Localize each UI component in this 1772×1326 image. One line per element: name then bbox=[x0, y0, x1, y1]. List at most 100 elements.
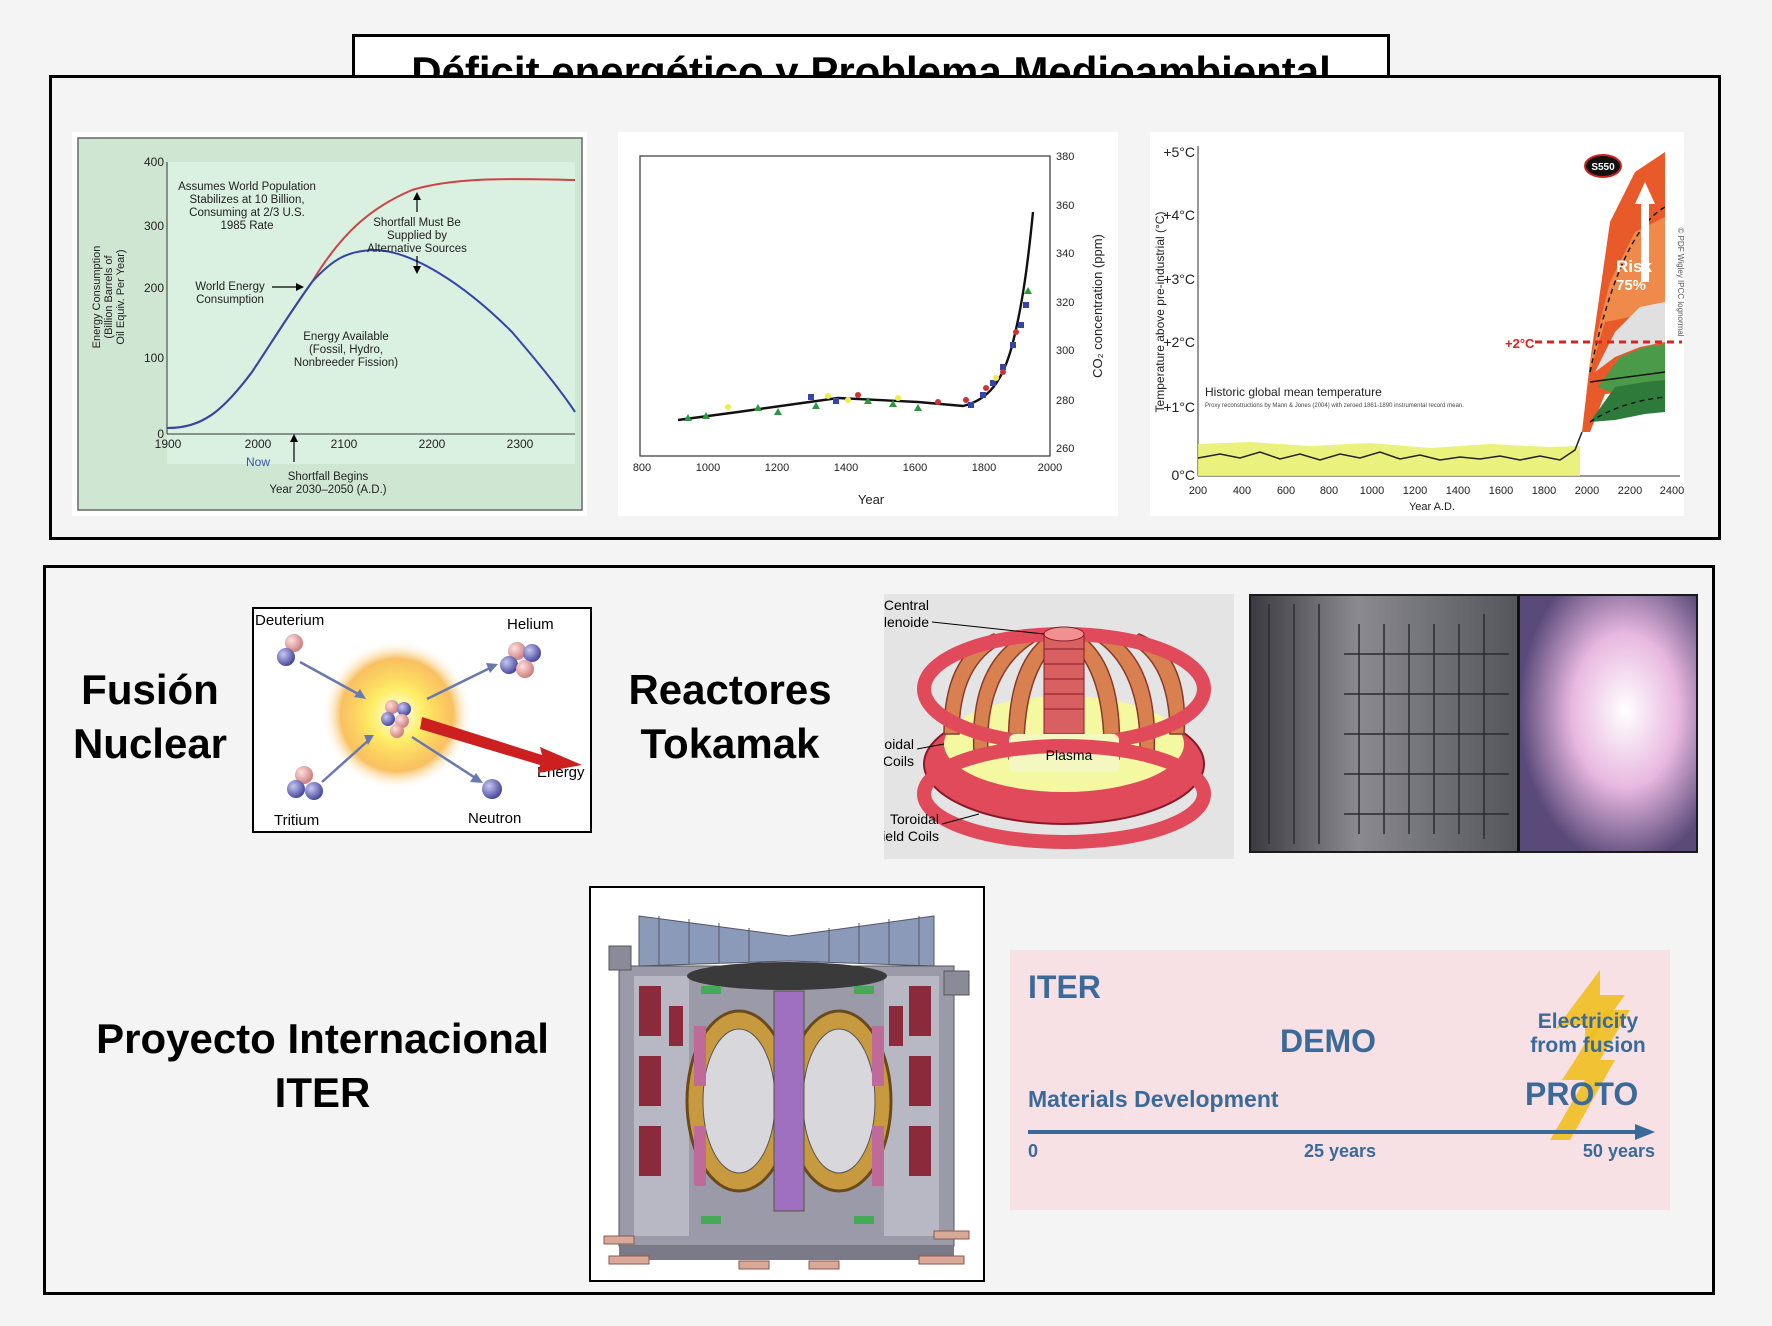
x-tick: 1000 bbox=[696, 462, 720, 474]
y-tick: 0 bbox=[157, 427, 164, 441]
y-tick: 300 bbox=[1056, 345, 1074, 357]
tokamak-diagram: Plasma Central Solenoide Poloidal Field … bbox=[884, 594, 1234, 859]
central-solenoid-label: Central bbox=[884, 597, 929, 613]
historic-note: Proxy reconstructions by Mann & Jones (2… bbox=[1205, 403, 1464, 409]
x-tick: 2400 bbox=[1660, 485, 1684, 497]
x-tick: 800 bbox=[1320, 485, 1338, 497]
x-tick: 2200 bbox=[1618, 485, 1642, 497]
annotation: Energy Available bbox=[303, 331, 388, 343]
timeline-start: 0 bbox=[1028, 1141, 1038, 1161]
tokamak-interior-photo bbox=[1249, 594, 1698, 853]
iter-heading: Proyecto Internacional ITER bbox=[96, 1015, 549, 1116]
materials-label: Materials Development bbox=[1028, 1086, 1279, 1112]
annotation: World Energy bbox=[195, 281, 265, 293]
x-tick: 800 bbox=[633, 462, 651, 474]
annotation: Alternative Sources bbox=[367, 243, 467, 255]
x-tick: 400 bbox=[1233, 485, 1251, 497]
y-tick: 260 bbox=[1056, 443, 1074, 455]
now-label: Now bbox=[246, 455, 270, 469]
y-tick: +2°C bbox=[1163, 334, 1195, 350]
x-tick: 2100 bbox=[331, 437, 358, 451]
y-tick: 360 bbox=[1056, 200, 1074, 212]
x-tick: 2000 bbox=[245, 437, 272, 451]
electricity-label: Electricity bbox=[1538, 1010, 1639, 1033]
scenario-badge: S550 bbox=[1591, 162, 1615, 173]
y-tick: 400 bbox=[144, 155, 164, 169]
x-tick: 2000 bbox=[1038, 462, 1062, 474]
x-tick: 1800 bbox=[972, 462, 996, 474]
x-tick: 1200 bbox=[1403, 485, 1427, 497]
y-axis-label: Temperature above pre-industrial (°C) bbox=[1153, 212, 1167, 413]
timeline-end: 50 years bbox=[1583, 1141, 1655, 1161]
y-axis-label: (Billion Barrels of bbox=[103, 254, 115, 338]
co2-concentration-chart: 800 1000 1200 1400 1600 1800 2000 Year 3… bbox=[618, 132, 1118, 516]
x-tick: 1200 bbox=[765, 462, 789, 474]
y-axis-label: Energy Consumption bbox=[91, 246, 103, 349]
iter-milestone: ITER bbox=[1028, 969, 1101, 1005]
x-axis-label: Year A.D. bbox=[1409, 501, 1455, 513]
x-tick: 200 bbox=[1189, 485, 1207, 497]
x-tick: 1800 bbox=[1532, 485, 1556, 497]
annotation: Year 2030–2050 (A.D.) bbox=[269, 484, 386, 496]
historic-label: Historic global mean temperature bbox=[1205, 385, 1382, 399]
poloidal-coils-label: Poloidal bbox=[884, 736, 914, 752]
x-tick: 2300 bbox=[507, 437, 534, 451]
y-tick: +5°C bbox=[1163, 144, 1195, 160]
y-tick: 200 bbox=[144, 281, 164, 295]
central-solenoid-label: Solenoide bbox=[884, 614, 929, 630]
annotation: Shortfall Must Be bbox=[373, 217, 461, 229]
y-tick: 0°C bbox=[1172, 467, 1196, 483]
x-tick: 1000 bbox=[1360, 485, 1384, 497]
fusion-heading: Fusión Nuclear bbox=[72, 666, 228, 767]
neutron-label: Neutron bbox=[468, 810, 521, 827]
annotation: Consumption bbox=[196, 294, 264, 306]
poloidal-coils-label: Field Coils bbox=[884, 753, 914, 769]
proto-milestone: PROTO bbox=[1525, 1076, 1638, 1112]
risk-label: Risk bbox=[1616, 257, 1652, 276]
x-tick: 2200 bbox=[419, 437, 446, 451]
y-tick: 320 bbox=[1056, 297, 1074, 309]
annotation: Nonbreeder Fission) bbox=[294, 357, 398, 369]
deuterium-label: Deuterium bbox=[255, 612, 324, 629]
global-temperature-chart: +5°C +4°C +3°C +2°C +1°C 0°C 200 400 600… bbox=[1150, 132, 1684, 516]
y-tick: +3°C bbox=[1163, 271, 1195, 287]
x-tick: 600 bbox=[1277, 485, 1295, 497]
timeline-mid: 25 years bbox=[1304, 1141, 1376, 1161]
y-tick: 100 bbox=[144, 351, 164, 365]
annotation: Shortfall Begins bbox=[288, 471, 369, 483]
annotation: Assumes World Population bbox=[178, 181, 316, 193]
x-tick: 1400 bbox=[1446, 485, 1470, 497]
credit-label: © PDF Wigley IPCC lognormal bbox=[1676, 227, 1684, 336]
x-tick: 1400 bbox=[834, 462, 858, 474]
y-tick: 280 bbox=[1056, 395, 1074, 407]
demo-milestone: DEMO bbox=[1280, 1023, 1376, 1059]
plus2-label: +2°C bbox=[1505, 336, 1535, 351]
fusion-reaction-diagram: Deuterium Helium Tritium Neutron Energy bbox=[252, 607, 592, 833]
x-tick: 1900 bbox=[155, 437, 182, 451]
annotation: (Fossil, Hydro, bbox=[309, 344, 383, 356]
y-tick: +1°C bbox=[1163, 399, 1195, 415]
x-tick: 1600 bbox=[903, 462, 927, 474]
y-tick: 380 bbox=[1056, 151, 1074, 163]
tokamak-heading: Reactores Tokamak bbox=[628, 666, 832, 767]
co2-markers bbox=[684, 287, 1032, 421]
toroidal-coils-label: Toroidal bbox=[890, 811, 939, 827]
tritium-label: Tritium bbox=[274, 812, 319, 829]
x-axis-label: Year bbox=[858, 492, 885, 507]
helium-label: Helium bbox=[507, 616, 554, 633]
annotation: Supplied by bbox=[387, 230, 447, 242]
iter-cutaway-diagram bbox=[589, 886, 985, 1282]
annotation: Stabilizes at 10 Billion, bbox=[189, 194, 304, 206]
x-tick: 1600 bbox=[1489, 485, 1513, 497]
y-axis-label: Oil Equiv. Per Year) bbox=[115, 249, 127, 344]
plasma-label: Plasma bbox=[1046, 747, 1093, 763]
x-tick: 2000 bbox=[1575, 485, 1599, 497]
annotation: Consuming at 2/3 U.S. bbox=[189, 207, 305, 219]
energy-consumption-chart: 400 300 200 100 0 1900 2000 2100 2200 23… bbox=[72, 132, 587, 516]
y-tick: +4°C bbox=[1163, 207, 1195, 223]
toroidal-coils-label: Field Coils bbox=[884, 828, 939, 844]
annotation: 1985 Rate bbox=[220, 220, 273, 232]
y-axis-label: CO₂ concentration (ppm) bbox=[1090, 234, 1105, 378]
fusion-roadmap: ITER DEMO Materials Development PROTO El… bbox=[1010, 950, 1670, 1210]
y-tick: 300 bbox=[144, 219, 164, 233]
